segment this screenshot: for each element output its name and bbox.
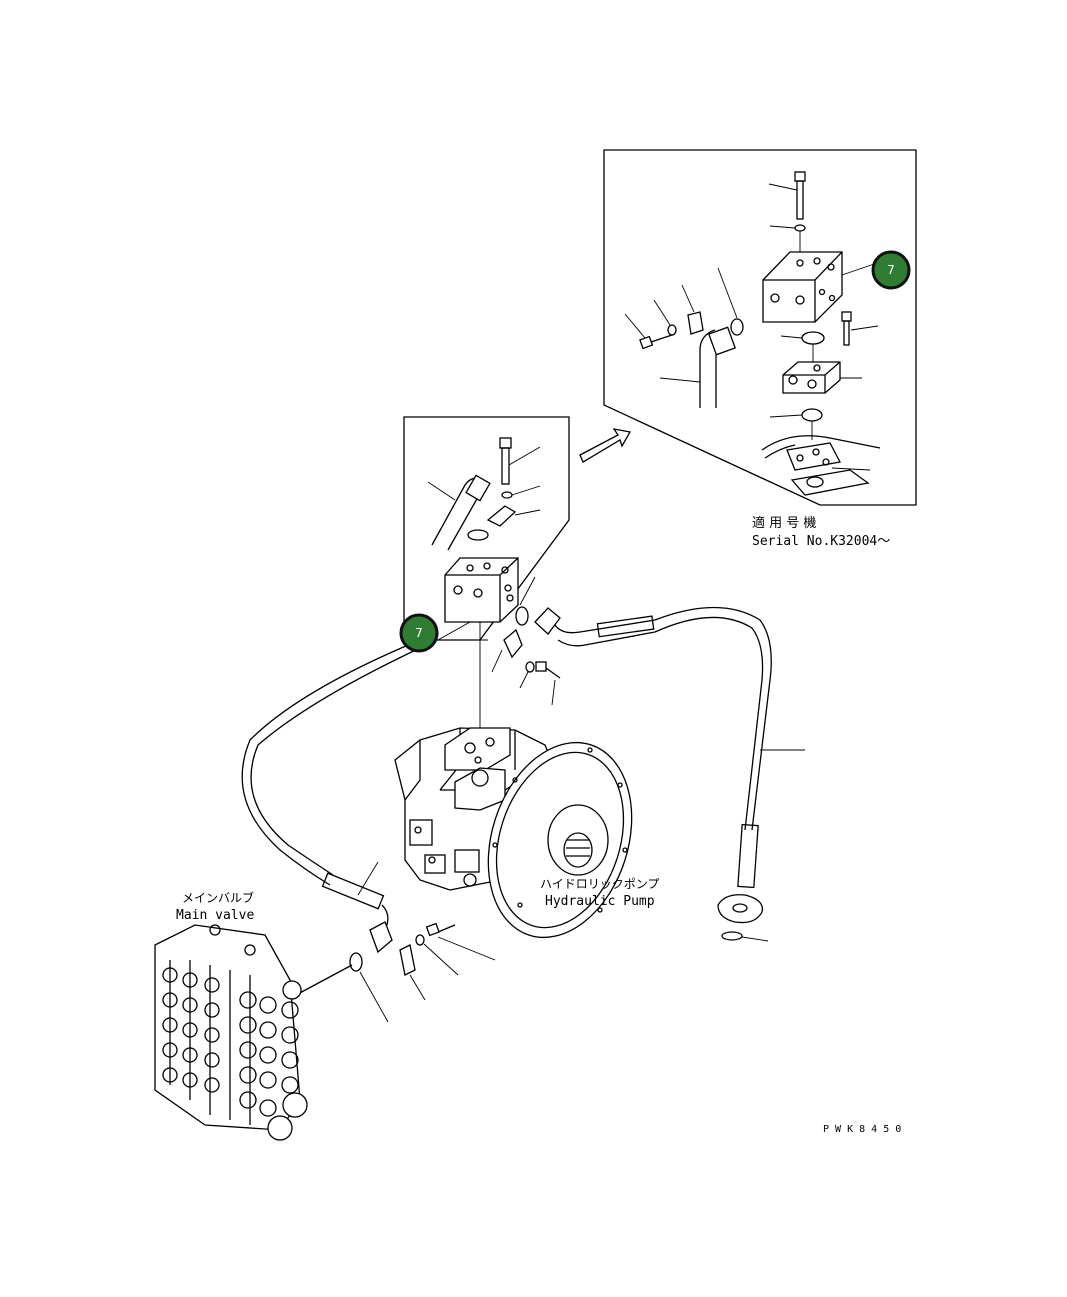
hydraulic-pump xyxy=(394,727,633,939)
callout-circle xyxy=(399,613,439,653)
callout-badge-mid: 7 xyxy=(399,613,439,653)
callout-circle xyxy=(871,250,911,290)
serial-label-en: Serial No.K32004～ xyxy=(752,534,890,549)
main-valve xyxy=(154,924,308,1141)
callout-badge-inset: 7 xyxy=(871,250,911,290)
return-hose xyxy=(241,639,496,1023)
pump-port-detail xyxy=(403,416,570,730)
detail-arrow xyxy=(579,428,632,463)
pump-label-jp: ハイドロリックポンプ xyxy=(540,877,659,891)
pump-label-en: Hydraulic Pump xyxy=(545,894,655,909)
serial-label-jp: 適 用 号 機 xyxy=(752,515,816,531)
inset-detail xyxy=(603,149,917,506)
callout-number: 7 xyxy=(887,263,895,277)
callout-number: 7 xyxy=(415,626,423,640)
callout-leaders xyxy=(437,621,488,641)
valve-label-jp: メインバルブ xyxy=(182,890,254,905)
valve-label-en: Main valve xyxy=(176,908,254,923)
drawing-code: P W K 8 4 5 0 xyxy=(823,1124,901,1135)
pump-outlet-hose xyxy=(491,576,805,942)
valve-spools xyxy=(162,967,308,1141)
